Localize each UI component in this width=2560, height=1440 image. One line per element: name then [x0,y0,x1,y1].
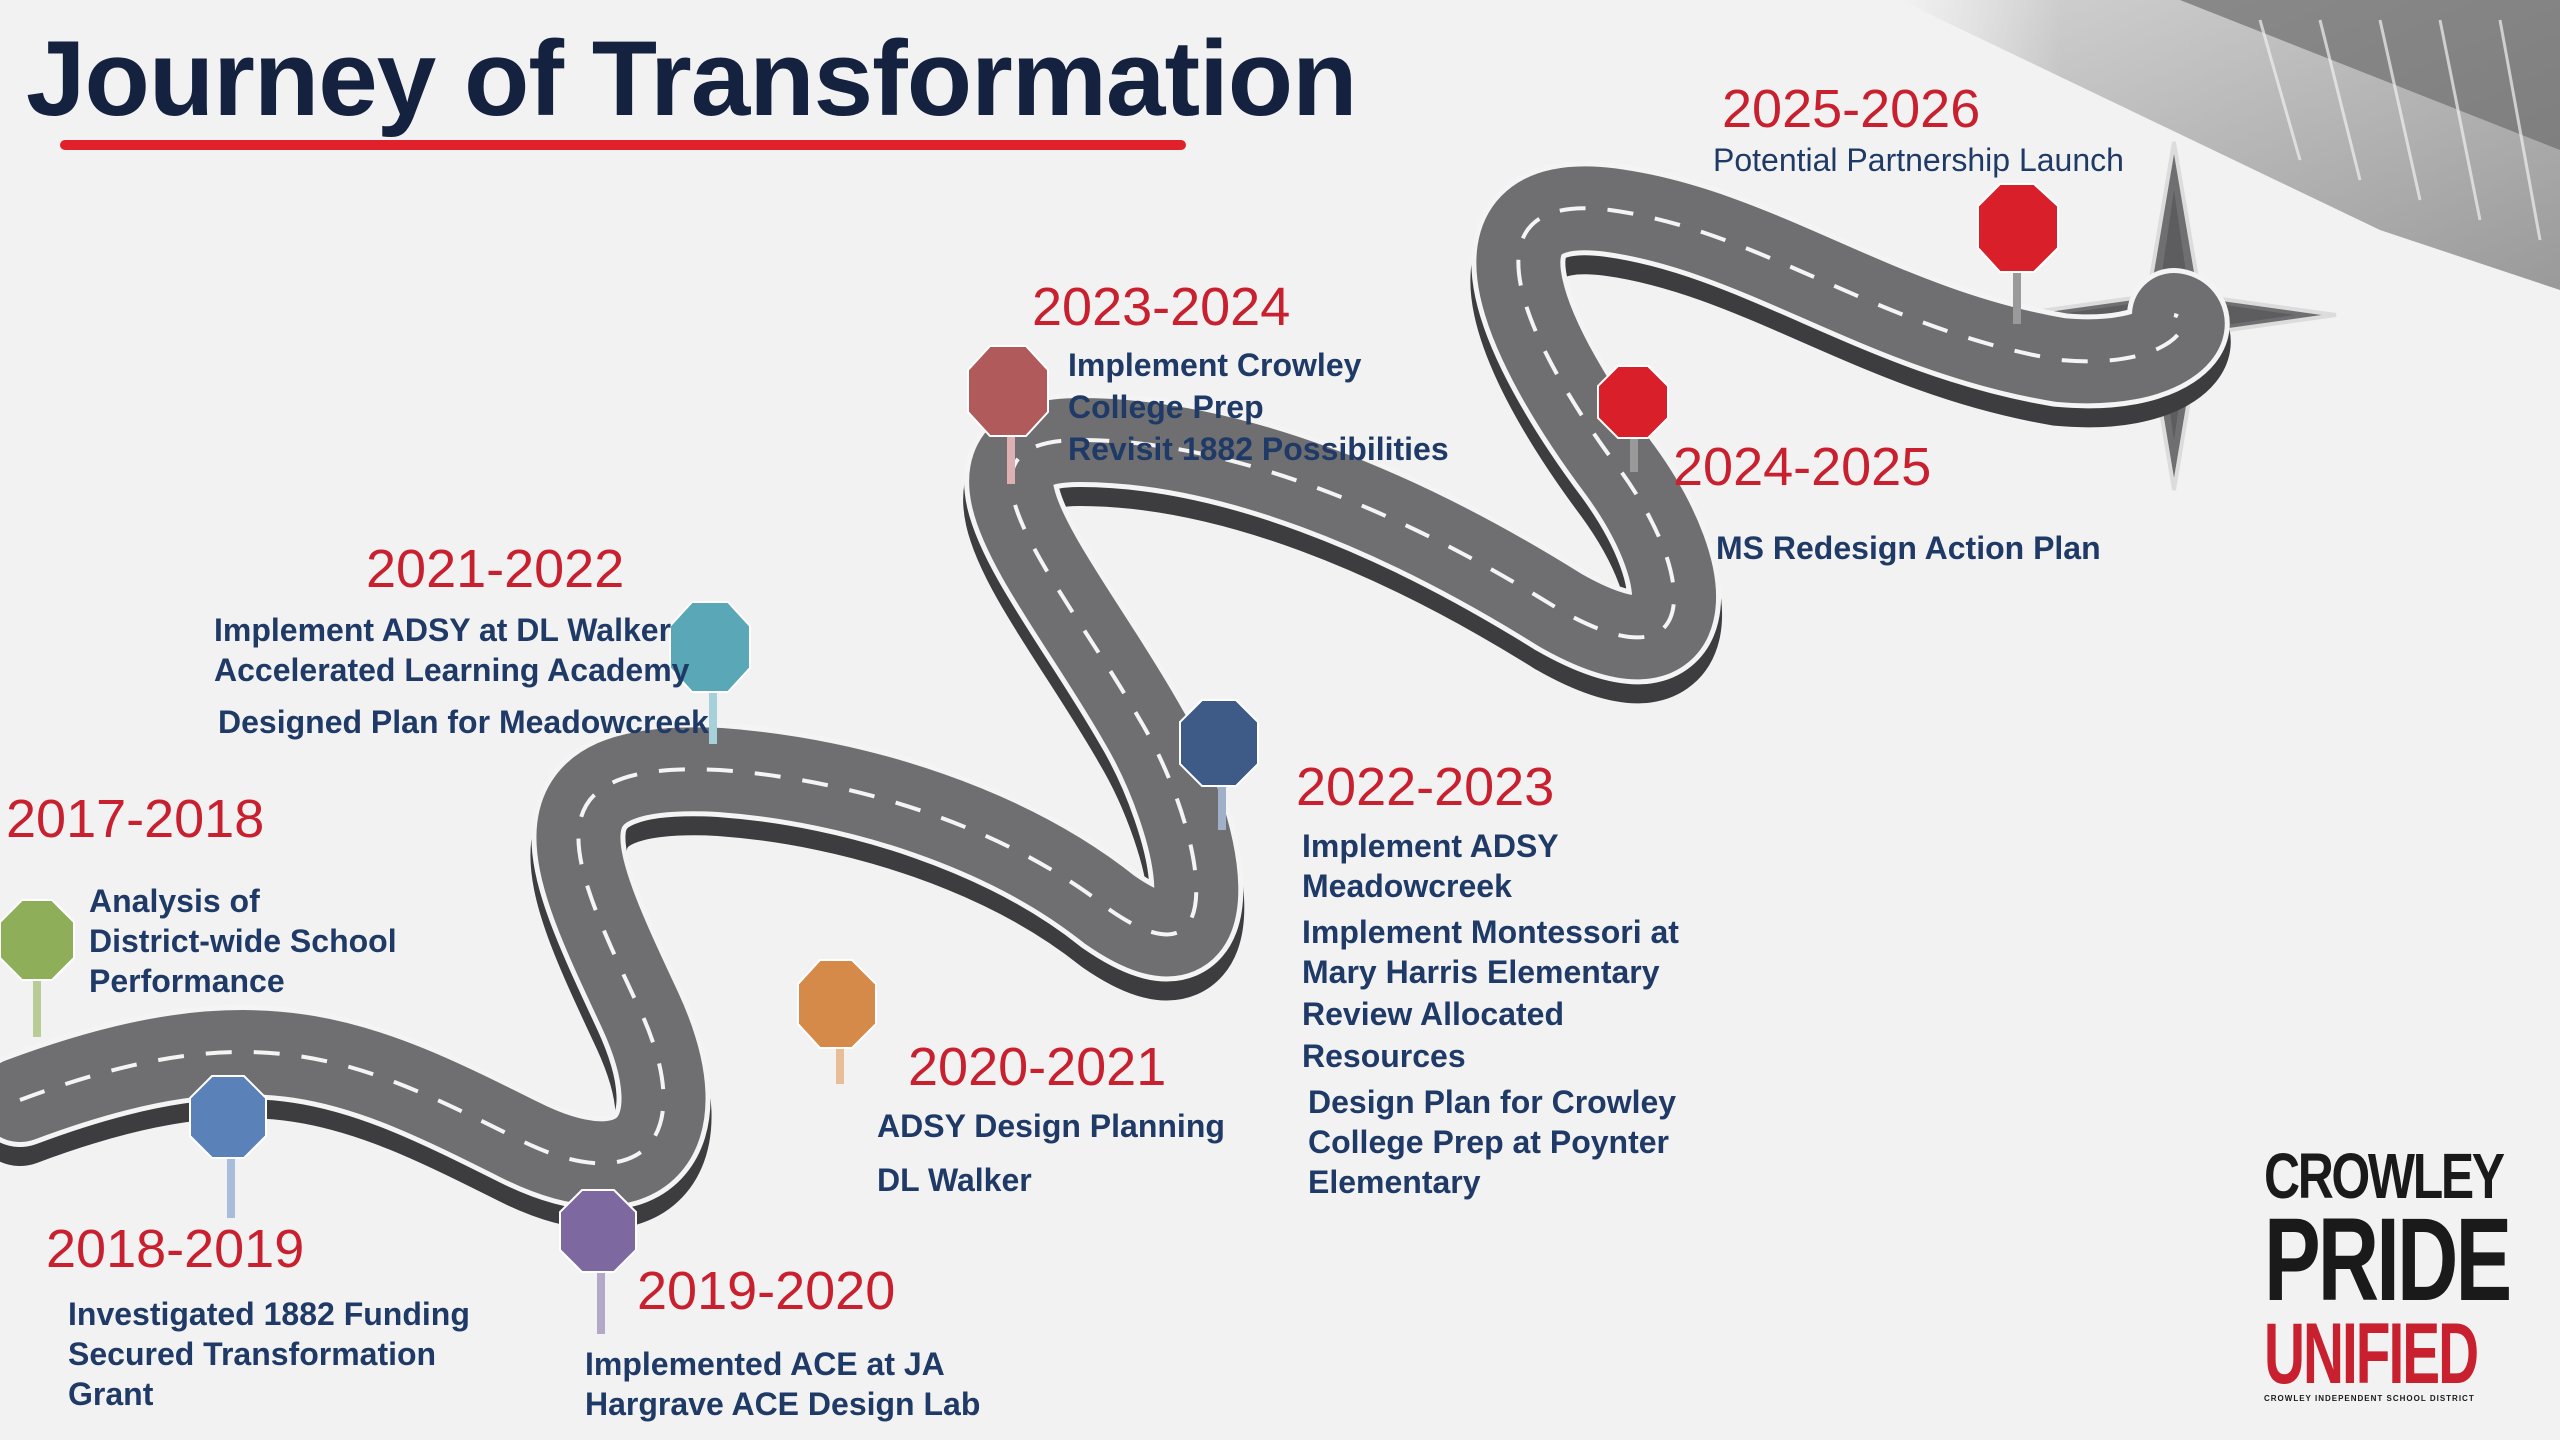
winding-road [0,161,2231,1230]
milestone-2017-2018: 2017-2018 [6,788,264,850]
sign-2023-2024 [967,345,1049,437]
milestone-year: 2023-2024 [1032,277,1291,337]
milestone-2025-2026: 2025-2026 [1722,78,1980,140]
milestone-2020-2021: 2020-2021 [908,1036,1166,1098]
milestone-line: Review Allocated [1302,996,1565,1032]
milestone-2024-2025: 2024-2025 [1673,436,1931,498]
milestone-line: District-wide School [89,923,397,959]
milestone-2024-2025-details: MS Redesign Action Plan [1716,528,2101,568]
milestone-2021-2022: 2021-2022 [366,538,624,600]
milestone-line: MS Redesign Action Plan [1716,530,2101,566]
signpost-2022-2023 [1179,699,1259,830]
milestone-line: Resources [1302,1038,1466,1074]
title-underline [60,140,1186,150]
milestone-year: 2017-2018 [6,789,265,849]
milestone-line: Accelerated Learning Academy [214,652,690,688]
milestone-line: Performance [89,963,285,999]
logo-line-pride: PRIDE [2264,1194,2512,1326]
milestone-line: Implement Montessori at [1302,914,1679,950]
sign-2022-2023 [1179,699,1259,787]
sign-2021-2022 [669,601,751,693]
milestone-2019-2020-details: Implemented ACE at JA Hargrave ACE Desig… [585,1344,980,1424]
milestone-line: Hargrave ACE Design Lab [585,1386,981,1422]
logo-line-district: CROWLEY INDEPENDENT SCHOOL DISTRICT [2264,1394,2475,1403]
milestone-year: 2018-2019 [46,1219,305,1279]
signpost-2017-2018 [0,899,75,1037]
milestone-line: Implemented ACE at JA [585,1346,945,1382]
milestone-line: Grant [68,1376,154,1412]
milestone-line: Analysis of [89,883,260,919]
milestone-2022-2023-details: Implement ADSY Meadowcreek Implement Mon… [1302,826,1679,1202]
milestone-line: Investigated 1882 Funding [68,1296,470,1332]
signpost-2020-2021 [797,959,877,1084]
milestone-2018-2019-details: Investigated 1882 Funding Secured Transf… [68,1294,470,1414]
milestone-2021-2022-details: Implement ADSY at DL Walker Accelerated … [214,610,709,742]
milestone-2019-2020: 2019-2020 [637,1260,895,1322]
sign-2020-2021 [797,959,877,1049]
milestone-line: Elementary [1308,1164,1481,1200]
milestone-2023-2024: 2023-2024 [1032,276,1290,338]
page-title: Journey of Transformation [26,18,1358,138]
logo-line-unified: UNIFIED [2264,1306,2479,1402]
milestone-line: Implement Crowley [1068,347,1362,383]
signpost-2023-2024 [967,345,1049,484]
milestone-line: ADSY Design Planning [877,1108,1225,1144]
signpost-2024-2025 [1597,365,1669,472]
milestone-2018-2019: 2018-2019 [46,1218,304,1280]
milestone-line: Mary Harris Elementary [1302,954,1660,990]
signpost-2021-2022 [669,601,751,744]
milestone-year: 2025-2026 [1722,79,1981,139]
sign-2024-2025 [1597,365,1669,439]
signpost-2025-2026 [1977,183,2059,324]
milestone-year: 2022-2023 [1296,757,1555,817]
milestone-2020-2021-details: ADSY Design Planning DL Walker [877,1106,1225,1200]
milestone-line: Meadowcreek [1302,868,1512,904]
milestone-year: 2019-2020 [637,1261,896,1321]
milestone-2025-2026-details: Potential Partnership Launch [1713,140,2124,180]
milestone-year: 2021-2022 [366,539,625,599]
milestone-line: Design Plan for Crowley [1308,1084,1677,1120]
sign-2019-2020 [559,1189,637,1273]
crowley-pride-unified-logo: CROWLEY PRIDE UNIFIED CROWLEY INDEPENDEN… [2264,1144,2512,1403]
milestone-line: DL Walker [877,1162,1032,1198]
milestone-line: Secured Transformation [68,1336,437,1372]
milestone-2017-2018-details: Analysis of District-wide School Perform… [89,881,397,1001]
milestone-year: 2020-2021 [908,1037,1167,1097]
milestone-line: College Prep [1068,389,1264,425]
milestone-2022-2023: 2022-2023 [1296,756,1554,818]
milestone-line: Potential Partnership Launch [1713,142,2124,178]
milestone-line: Implement ADSY at DL Walker [214,612,672,648]
milestone-line: College Prep at Poynter [1308,1124,1669,1160]
signpost-2019-2020 [559,1189,637,1334]
signpost-2018-2019 [189,1075,267,1218]
milestone-line: Revisit 1882 Possibilities [1068,431,1449,467]
milestone-line: Designed Plan for Meadowcreek [218,704,709,740]
sign-2025-2026 [1977,183,2059,273]
sign-2017-2018 [0,899,75,981]
milestone-2023-2024-details: Implement Crowley College Prep Revisit 1… [1068,345,1449,469]
sign-2018-2019 [189,1075,267,1159]
milestone-line: Implement ADSY [1302,828,1559,864]
milestone-year: 2024-2025 [1673,437,1932,497]
